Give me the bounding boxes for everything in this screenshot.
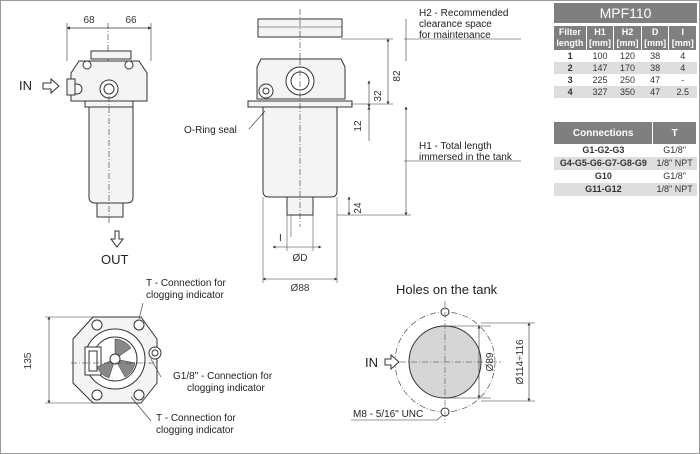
dim-135: 135: [23, 352, 34, 369]
dim-12: 12: [353, 120, 364, 132]
h1-label-line1: H1 - Total length: [419, 141, 492, 152]
table-cell: 2: [554, 62, 587, 74]
col-header: H1[mm]: [586, 26, 615, 50]
table-cell: 350: [613, 86, 642, 98]
t-conn-top-line2: clogging indicator: [146, 290, 224, 301]
table-cell: 120: [620, 51, 636, 61]
connections-header-row: Connections T: [554, 122, 697, 144]
table-cell: 250: [620, 75, 636, 85]
col-header: D[mm]: [641, 26, 670, 50]
dim-68: 68: [83, 15, 95, 26]
h2-label-line3: for maintenance: [419, 30, 491, 41]
table-cell: G1/8": [663, 145, 687, 155]
col-header: I[mm]: [668, 26, 697, 50]
table-cell: 3: [567, 75, 573, 85]
table-cell: 38: [650, 51, 661, 61]
table-row: 3 225 250 47 -: [554, 74, 697, 86]
table-row: 2 147 170 38 4: [554, 62, 697, 74]
dim-24: 24: [353, 202, 364, 214]
table-cell: 1/8" NPT: [652, 157, 697, 170]
table-cell: 327: [586, 86, 614, 98]
dim-d: ØD: [293, 253, 308, 264]
table-cell: G11-G12: [554, 183, 653, 196]
thread-label: M8 - 5/16" UNC: [353, 409, 423, 420]
table-cell: 2.5: [668, 86, 697, 98]
t-conn-top-line1: T - Connection for: [146, 278, 227, 289]
h1-label-line2: immersed in the tank: [419, 152, 513, 163]
table-cell: 4: [668, 62, 697, 74]
connections-table: Connections T G1-G2-G3 G1/8" G4-G5-G6-G7…: [554, 122, 697, 196]
dim-i: I: [279, 233, 282, 244]
dim-88: Ø88: [291, 283, 310, 294]
g18-conn-line1: G1/8" - Connection for: [173, 371, 273, 382]
table-cell: 1/8" NPT: [652, 183, 697, 196]
dim-66: 66: [125, 15, 137, 26]
side-view: [247, 9, 521, 283]
table-cell: 170: [613, 62, 642, 74]
table-row: G10 G1/8": [554, 170, 697, 183]
table-cell: 225: [592, 75, 608, 85]
dim-82: 82: [392, 70, 403, 82]
table-row: 1 100 120 38 4: [554, 50, 697, 62]
g18-conn-line2: clogging indicator: [187, 383, 265, 394]
dim-89: Ø89: [485, 352, 496, 371]
dim-32: 32: [373, 90, 384, 102]
table-cell: -: [681, 75, 685, 85]
table-cell: 47: [641, 86, 669, 98]
table-row: G11-G12 1/8" NPT: [554, 183, 697, 196]
top-view: [45, 302, 162, 422]
table-cell: G4-G5-G6-G7-G8-G9: [554, 157, 653, 170]
col-header: T: [652, 122, 697, 144]
table-cell: 4: [554, 86, 587, 98]
holes-in-label: IN: [365, 355, 378, 370]
out-label: OUT: [101, 252, 129, 267]
t-conn-bot-line2: clogging indicator: [156, 425, 234, 436]
table-row: G1-G2-G3 G1/8": [554, 144, 697, 157]
table-cell: 147: [586, 62, 614, 74]
table-cell: G1/8": [663, 171, 687, 181]
dim-114: Ø114÷116: [515, 339, 526, 385]
table-cell: 47: [650, 75, 661, 85]
table-cell: G10: [594, 171, 612, 181]
col-header: H2[mm]: [613, 26, 642, 50]
table-row: 4 327 350 47 2.5: [554, 86, 697, 98]
oring-label: O-Ring seal: [184, 125, 237, 136]
front-in-label: IN: [19, 78, 32, 93]
col-header: Connections: [554, 122, 654, 144]
h2-label-line1: H2 - Recommended: [419, 8, 508, 19]
table-row: G4-G5-G6-G7-G8-G9 1/8" NPT: [554, 157, 697, 170]
t-conn-bot-line1: T - Connection for: [156, 413, 237, 424]
holes-view: [351, 301, 535, 423]
table-cell: 4: [680, 51, 686, 61]
front-view: [42, 23, 152, 248]
table-cell: 1: [567, 51, 573, 61]
holes-title: Holes on the tank: [396, 282, 498, 297]
h2-label-line2: clearance space: [419, 19, 492, 30]
table-cell: 38: [641, 62, 669, 74]
table-cell: G1-G2-G3: [582, 145, 625, 155]
table-cell: 100: [592, 51, 608, 61]
table-title: MPF110: [554, 3, 697, 23]
